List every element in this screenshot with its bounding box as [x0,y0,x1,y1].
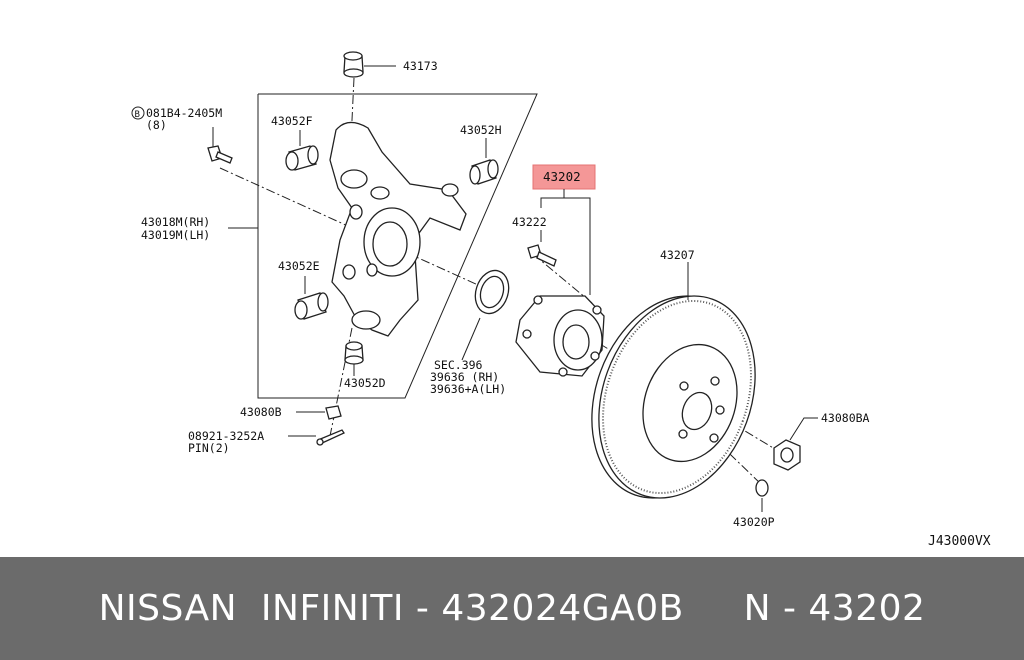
label-39636-a-lh: 39636+A(LH) [430,382,506,396]
svg-text:B: B [135,110,140,120]
label-43052e: 43052E [278,259,320,273]
nut-43080ba [773,439,801,471]
label-43080ba: 43080BA [821,411,870,425]
label-43018m-rh: 43018M(RH) [141,215,210,229]
flange-bolt [207,145,233,164]
bushing-43173 [343,51,364,78]
label-43020p: 43020P [733,515,775,529]
highlight-43202 [532,164,596,190]
bolt-symbol-icon [131,106,145,120]
bushing-43052f [285,145,319,171]
label-08921-3252a: 08921-3252A [188,429,264,443]
bushing-43052h [469,159,499,185]
label-43052d: 43052D [344,376,386,390]
label-43052h: 43052H [460,123,502,137]
brake-rotor-43207 [591,295,756,499]
label-39636-rh: 39636 (RH) [430,370,499,384]
knuckle-43018m [329,121,467,337]
cotter-pin [316,429,345,446]
label-43019m-lh: 43019M(LH) [141,228,210,242]
knuckle-group-frame [257,93,538,399]
label-43080b: 43080B [240,405,282,419]
drawing-code: J43000VX [928,534,991,549]
screw-43020p [755,479,769,497]
hub-bolt-43222 [527,244,557,267]
label-bolt-qty: (8) [146,118,167,132]
bolt-axis-line [532,253,593,304]
exploded-parts-diagram: 43173 B 081B4-2405M (8) 43018M(RH) 43019… [131,51,991,549]
label-sec-396: SEC.396 [434,358,483,372]
bushing-43052d [344,341,364,365]
hub-bearing-43202 [515,295,605,377]
label-081b4-2405m: 081B4-2405M [146,106,222,120]
label-43202: 43202 [543,169,581,184]
label-pin-qty: PIN(2) [188,441,230,455]
nut-43080b [325,405,342,420]
label-43173: 43173 [403,59,438,73]
part-number-text: NISSAN INFINITI - 432024GA0B N - 43202 [98,588,926,629]
label-43222: 43222 [512,215,547,229]
bushing-43052e [294,292,329,320]
part-number-banner: NISSAN INFINITI - 432024GA0B N - 43202 [0,557,1024,660]
label-43207: 43207 [660,248,695,262]
seal-ring [474,269,510,315]
label-43052f: 43052F [271,114,313,128]
